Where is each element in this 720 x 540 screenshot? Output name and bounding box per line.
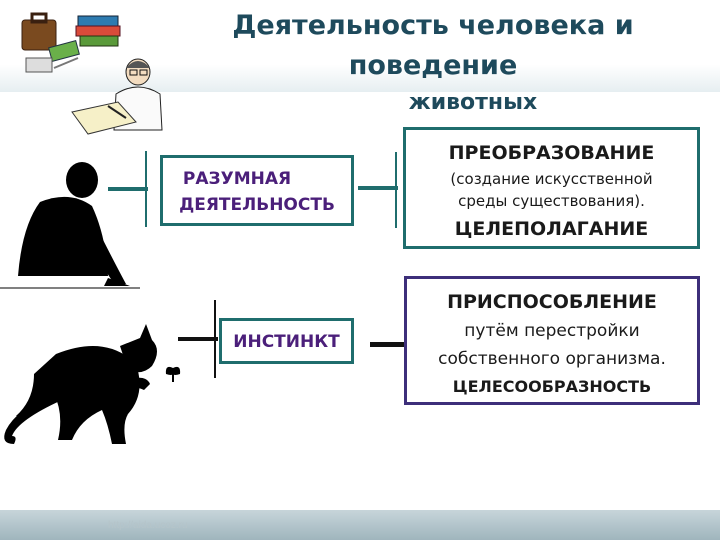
connector-man-to-reason	[108, 187, 148, 191]
adapt-detail-2: собственного организма.	[438, 349, 666, 369]
instinct-label: ИНСТИНКТ	[233, 332, 340, 352]
transform-heading: ПРЕОБРАЗОВАНИЕ	[448, 142, 655, 164]
transform-detail-2: среды существования).	[458, 192, 645, 210]
reason-line-2: ДЕЯТЕЛЬНОСТЬ	[179, 195, 335, 215]
thinking-man-icon	[0, 162, 140, 289]
title-line-1: Деятельность человека и поведение	[232, 10, 634, 81]
bracket-reason	[145, 151, 147, 227]
bracket-instinct	[214, 300, 216, 378]
adapt-box: ПРИСПОСОБЛЕНИЕ путём перестройки собстве…	[404, 276, 700, 405]
adapt-footer: ЦЕЛЕСООБРАЗНОСТЬ	[452, 377, 652, 396]
reason-line-1: РАЗУМНАЯ	[182, 169, 292, 189]
transform-footer: ЦЕЛЕПОЛАГАНИЕ	[454, 218, 649, 240]
instinct-box: ИНСТИНКТ	[219, 318, 354, 364]
adapt-heading: ПРИСПОСОБЛЕНИЕ	[447, 291, 657, 313]
transform-detail-1: (создание искусственной	[450, 170, 653, 188]
header-band	[0, 0, 720, 92]
page-title: Деятельность человека и поведение животн…	[120, 6, 716, 120]
connector-cat-to-instinct	[178, 337, 218, 341]
books-icon	[21, 12, 121, 73]
footer-url: http://aida.ucoz.ru	[108, 520, 188, 531]
reason-box: РАЗУМНАЯ ДЕЯТЕЛЬНОСТЬ	[160, 155, 354, 226]
adapt-detail-1: путём перестройки	[464, 321, 640, 341]
cat-icon	[4, 324, 157, 444]
butterfly-icon	[165, 366, 181, 382]
transform-box: ПРЕОБРАЗОВАНИЕ (создание искусственной с…	[403, 127, 700, 249]
connector-instinct-to-adapt	[370, 342, 406, 347]
bracket-transform	[395, 152, 397, 228]
title-line-2: животных	[408, 90, 538, 115]
connector-reason-to-transform	[358, 186, 398, 190]
footer-band	[0, 510, 720, 540]
scientist-icon	[71, 58, 163, 135]
